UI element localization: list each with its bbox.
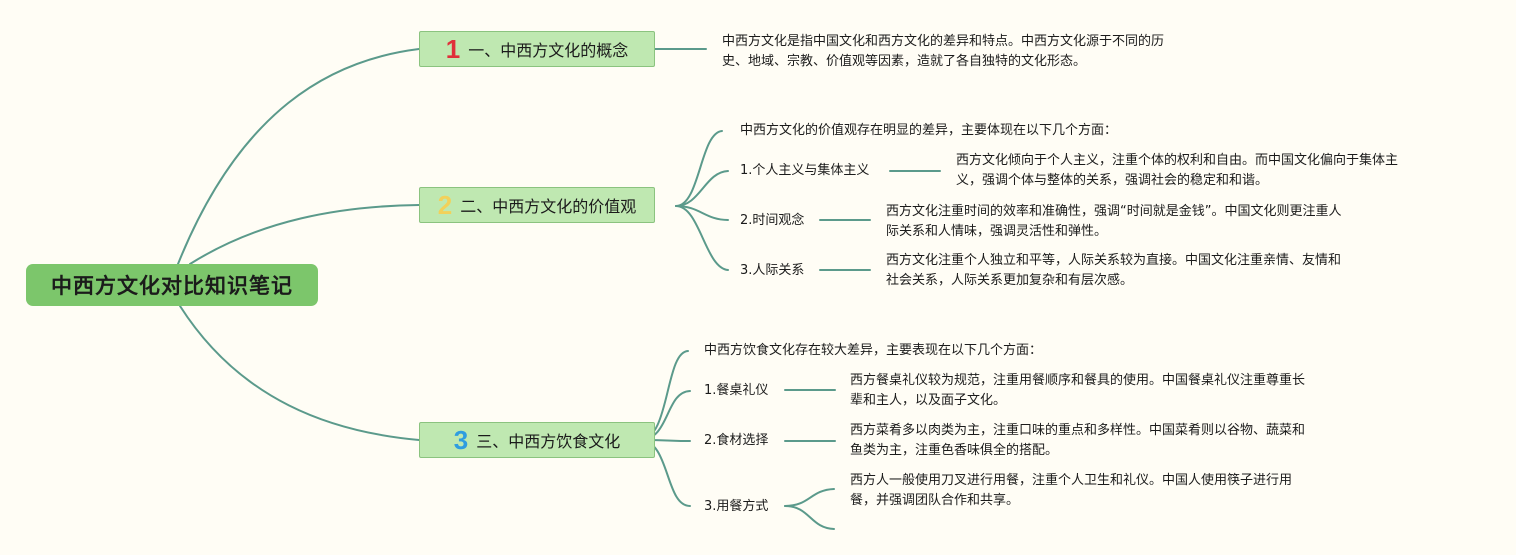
values-item-label-2: 2.时间观念 xyxy=(740,213,805,228)
link-branch2-item1 xyxy=(675,170,729,207)
desc-line: 中西方文化是指中国文化和西方文化的差异和特点。中西方文化源于不同的历 xyxy=(722,34,1165,49)
link-root-branch2 xyxy=(189,204,420,265)
food-item-label-1: 1.餐桌礼仪 xyxy=(704,383,769,398)
desc-line: 社会关系，人际关系更加复杂和有层次感。 xyxy=(886,273,1134,288)
branch-title: 二、中西方文化的价值观 xyxy=(460,197,637,216)
branch-node-food[interactable]: 3 三、中西方饮食文化 xyxy=(419,422,655,458)
values-item-label-1: 1.个人主义与集体主义 xyxy=(740,163,870,178)
link-branch2-intro xyxy=(675,130,723,207)
number-three-icon: 3 xyxy=(453,425,469,455)
food-item-label-2: 2.食材选择 xyxy=(704,433,769,448)
desc-line: 西方餐桌礼仪较为规范，注重用餐顺序和餐具的使用。中国餐桌礼仪注重尊重长 xyxy=(850,373,1306,388)
values-item-desc-2: 西方文化注重时间的效率和准确性，强调“时间就是金钱”。中国文化则更注重人 际关系… xyxy=(886,202,1341,242)
desc-line: 际关系和人情味，强调灵活性和弹性。 xyxy=(886,224,1108,239)
branch-node-values[interactable]: 2 二、中西方文化的价值观 xyxy=(419,187,655,223)
link-branch2-item3 xyxy=(675,205,729,271)
number-two-icon: 2 xyxy=(437,190,453,220)
link-root-branch3 xyxy=(179,305,420,441)
number-one-icon: 1 xyxy=(445,34,461,64)
desc-line: 辈和主人，以及面子文化。 xyxy=(850,393,1007,408)
food-item-desc-2: 西方菜肴多以肉类为主，注重口味的重点和多样性。中国菜肴则以谷物、蔬菜和 鱼类为主… xyxy=(850,421,1305,461)
branch-title: 三、中西方饮食文化 xyxy=(476,432,621,451)
food-item-desc-3: 西方人一般使用刀叉进行用餐，注重个人卫生和礼仪。中国人使用筷子进行用 餐，并强调… xyxy=(850,471,1292,511)
desc-line: 西方文化倾向于个人主义，注重个体的权利和自由。而中国文化偏向于集体主 xyxy=(956,153,1399,168)
desc-line: 史、地域、宗教、价值观等因素，造就了各自独特的文化形态。 xyxy=(722,54,1087,69)
root-node[interactable]: 中西方文化对比知识笔记 xyxy=(26,264,318,306)
values-item-desc-3: 西方文化注重个人独立和平等，人际关系较为直接。中国文化注重亲情、友情和 社会关系… xyxy=(886,251,1341,291)
food-item-desc-1: 西方餐桌礼仪较为规范，注重用餐顺序和餐具的使用。中国餐桌礼仪注重尊重长 辈和主人… xyxy=(850,371,1305,411)
branch-node-concept[interactable]: 1 一、中西方文化的概念 xyxy=(419,31,655,67)
concept-description: 中西方文化是指中国文化和西方文化的差异和特点。中西方文化源于不同的历 史、地域、… xyxy=(722,32,1164,72)
desc-line: 西方文化注重个人独立和平等，人际关系较为直接。中国文化注重亲情、友情和 xyxy=(886,253,1342,268)
values-item-label-3: 3.人际关系 xyxy=(740,263,805,278)
desc-line: 餐，并强调团队合作和共享。 xyxy=(850,493,1020,508)
food-item-label-3: 3.用餐方式 xyxy=(704,499,769,514)
desc-line: 西方文化注重时间的效率和准确性，强调“时间就是金钱”。中国文化则更注重人 xyxy=(886,204,1342,219)
link-b3-item3-desc-top xyxy=(784,488,835,507)
values-intro: 中西方文化的价值观存在明显的差异，主要体现在以下几个方面： xyxy=(740,123,1118,138)
branch-title: 一、中西方文化的概念 xyxy=(468,41,629,60)
desc-line: 西方人一般使用刀叉进行用餐，注重个人卫生和礼仪。中国人使用筷子进行用 xyxy=(850,473,1293,488)
link-root-branch1 xyxy=(177,48,420,265)
food-intro: 中西方饮食文化存在较大差异，主要表现在以下几个方面： xyxy=(704,343,1043,358)
values-item-desc-1: 西方文化倾向于个人主义，注重个体的权利和自由。而中国文化偏向于集体主 义，强调个… xyxy=(956,151,1398,191)
desc-line: 鱼类为主，注重色香味俱全的搭配。 xyxy=(850,443,1059,458)
desc-line: 西方菜肴多以肉类为主，注重口味的重点和多样性。中国菜肴则以谷物、蔬菜和 xyxy=(850,423,1306,438)
root-title: 中西方文化对比知识笔记 xyxy=(51,274,293,298)
link-b3-item3-desc-bottom xyxy=(784,505,835,530)
desc-line: 义，强调个体与整体的关系，强调社会的稳定和和谐。 xyxy=(956,173,1269,188)
